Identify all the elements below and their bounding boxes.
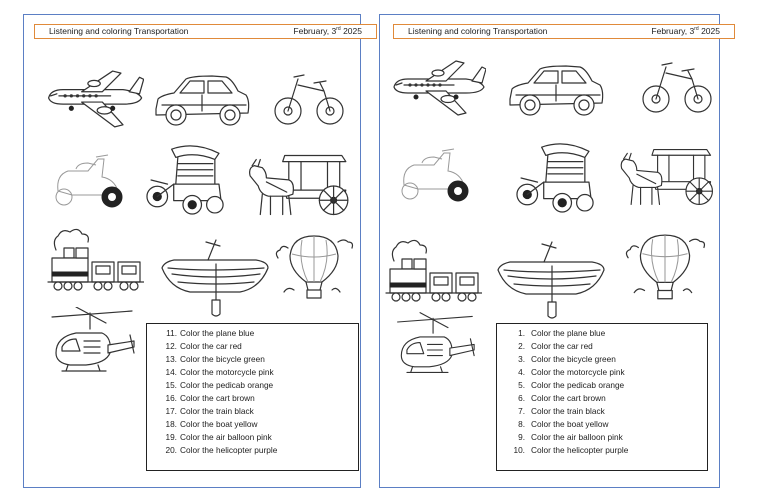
list-item: 17.Color the train black (165, 406, 254, 416)
hot-air-balloon-icon (274, 233, 354, 305)
motorcycle-icon (394, 145, 474, 205)
list-item: 16.Color the cart brown (165, 393, 255, 403)
train-icon (382, 237, 482, 307)
list-item: 4.Color the motorcycle pink (518, 367, 625, 377)
list-item: 1.Color the plane blue (518, 328, 606, 338)
list-item: 8.Color the boat yellow (518, 419, 609, 429)
list-item: 14.Color the motorcycle pink (165, 367, 274, 377)
list-item: 9.Color the air balloon pink (518, 432, 623, 442)
worksheet-header: Listening and coloring Transportation Fe… (393, 24, 735, 39)
helicopter-icon (46, 307, 136, 387)
airplane-icon (40, 69, 144, 131)
list-item: 11.Color the plane blue (166, 328, 255, 338)
pedicab-icon (512, 141, 596, 213)
hot-air-balloon-icon (624, 233, 706, 305)
car-icon (152, 71, 252, 131)
horse-cart-icon (244, 149, 356, 221)
boat-icon (160, 237, 270, 319)
boat-icon (496, 239, 606, 321)
worksheet-header: Listening and coloring Transportation Fe… (34, 24, 377, 39)
bicycle-icon (642, 57, 712, 117)
horse-cart-icon (616, 141, 720, 213)
airplane-icon (386, 59, 486, 119)
list-item: 7.Color the train black (518, 406, 605, 416)
list-item: 13.Color the bicycle green (165, 354, 265, 364)
worksheet-date: February, 3rd 2025 (293, 26, 362, 36)
worksheet-left: Listening and coloring Transportation Fe… (23, 14, 377, 488)
bicycle-icon (274, 69, 344, 129)
list-item: 15.Color the pedicab orange (165, 380, 274, 390)
list-item: 2.Color the car red (518, 341, 593, 351)
list-item: 12.Color the car red (165, 341, 242, 351)
instruction-list: 1.Color the plane blue 2.Color the car r… (496, 323, 708, 471)
worksheet-right: Listening and coloring Transportation Fe… (379, 14, 735, 488)
worksheet-title: Listening and coloring Transportation (408, 26, 548, 36)
list-item: 6.Color the cart brown (518, 393, 606, 403)
list-item: 19.Color the air balloon pink (165, 432, 272, 442)
instruction-list: 11.Color the plane blue 12.Color the car… (146, 323, 359, 471)
car-icon (506, 61, 606, 121)
list-item: 20.Color the helicopter purple (165, 445, 278, 455)
worksheet-date: February, 3rd 2025 (651, 26, 720, 36)
helicopter-icon (392, 311, 476, 389)
motorcycle-icon (46, 151, 130, 211)
list-item: 18.Color the boat yellow (165, 419, 258, 429)
list-item: 10.Color the helicopter purple (513, 445, 629, 455)
pedicab-icon (142, 143, 226, 215)
list-item: 5.Color the pedicab orange (518, 380, 625, 390)
worksheet-title: Listening and coloring Transportation (49, 26, 189, 36)
list-item: 3.Color the bicycle green (518, 354, 616, 364)
train-icon (44, 225, 144, 297)
